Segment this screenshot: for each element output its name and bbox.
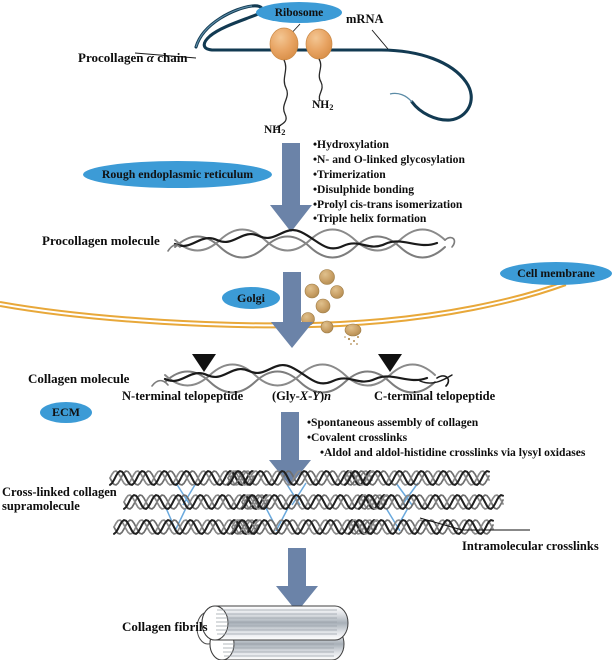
badge-ecm[interactable]: ECM [40, 402, 92, 423]
label-collagen-fibrils: Collagen fibrils [122, 619, 208, 634]
badge-ecm-label: ECM [52, 405, 80, 419]
procollagen-triple-helix [167, 228, 456, 259]
label-nh2-bottom-text: NH [264, 124, 282, 136]
label-nh2-right-sub: 2 [329, 102, 334, 112]
er-step: •Prolyl cis-trans isomerization [313, 197, 463, 211]
er-step: •Trimerization [313, 167, 386, 181]
telopeptide-markers [192, 354, 402, 372]
label-gly-open: (Gly- [272, 389, 300, 403]
badge-cell-membrane-label: Cell membrane [517, 266, 595, 280]
label-nh2-right-text: NH [312, 99, 330, 111]
label-alpha-symbol: α [146, 50, 154, 65]
label-gly-x: X [299, 389, 309, 403]
er-step: •Disulphide bonding [313, 182, 415, 196]
label-nh2-bottom-sub: 2 [281, 127, 286, 137]
label-crosslinked-supramolecule: Cross-linked collagen supramolecule [2, 485, 117, 513]
label-intramolecular-crosslinks: Intramolecular crosslinks [462, 539, 599, 553]
arrow-translation-to-er [270, 143, 312, 232]
label-n-terminal-telopeptide: N-terminal telopeptide [122, 389, 244, 403]
badge-rough-er-label: Rough endoplasmic reticulum [101, 167, 254, 181]
label-nh2-bottom: NH2 [264, 124, 285, 137]
badge-ribosome-label: Ribosome [274, 6, 324, 19]
ecm-step: •Spontaneous assembly of collagen [307, 416, 479, 429]
arrow-fibrillogenesis [276, 548, 318, 612]
badge-cell-membrane[interactable]: Cell membrane [500, 262, 612, 285]
label-collagen-molecule: Collagen molecule [28, 371, 130, 386]
intramolecular-crosslinks-leader [419, 517, 530, 531]
label-crosslinked-line1: Cross-linked collagen [2, 485, 117, 499]
er-step: •Triple helix formation [313, 212, 427, 226]
ribosome-particles [269, 27, 333, 61]
arrow-er-to-secretion [271, 272, 313, 348]
label-mrna: mRNA [346, 12, 384, 26]
collagen-fibrils [196, 605, 349, 660]
secretory-vesicles [301, 269, 362, 345]
badge-rough-er[interactable]: Rough endoplasmic reticulum [83, 161, 272, 188]
mrna-strand [194, 4, 473, 122]
crosslinked-supramolecule [109, 469, 504, 535]
label-procollagen-alpha-chain: Procollagen α chain [78, 50, 188, 66]
arrow-assembly [269, 412, 311, 486]
label-gly-n: n [324, 389, 332, 403]
ecm-steps-list: •Spontaneous assembly of collagen •Coval… [307, 416, 585, 461]
label-gly-dash: - [308, 389, 313, 403]
er-step: •N- and O-linked glycosylation [313, 152, 465, 166]
er-steps-list: •Hydroxylation •N- and O-linked glycosyl… [313, 138, 465, 227]
label-c-terminal-telopeptide: C-terminal telopeptide [374, 389, 496, 403]
label-gly-close: ) [319, 389, 325, 403]
label-chain-suffix: chain [153, 50, 188, 65]
label-crosslinked-line2: supramolecule [2, 499, 80, 513]
er-step: •Hydroxylation [313, 138, 389, 151]
badge-golgi[interactable]: Golgi [222, 287, 280, 309]
label-gly-x-y-n: (Gly-X-Y)n [272, 389, 331, 403]
nascent-chains [275, 58, 323, 129]
label-procollagen-molecule: Procollagen molecule [42, 233, 160, 248]
label-gly-y: Y [312, 389, 320, 403]
label-procollagen-prefix: Procollagen [78, 50, 147, 65]
ecm-step: •Aldol and aldol-histidine crosslinks vi… [320, 445, 586, 459]
badge-ribosome[interactable]: Ribosome [256, 2, 342, 23]
collagen-molecule-helix [151, 363, 453, 394]
supramolecule-helices [109, 469, 504, 535]
ecm-step: •Covalent crosslinks [307, 430, 408, 444]
badge-golgi-label: Golgi [236, 290, 265, 305]
label-nh2-right: NH2 [312, 99, 333, 112]
